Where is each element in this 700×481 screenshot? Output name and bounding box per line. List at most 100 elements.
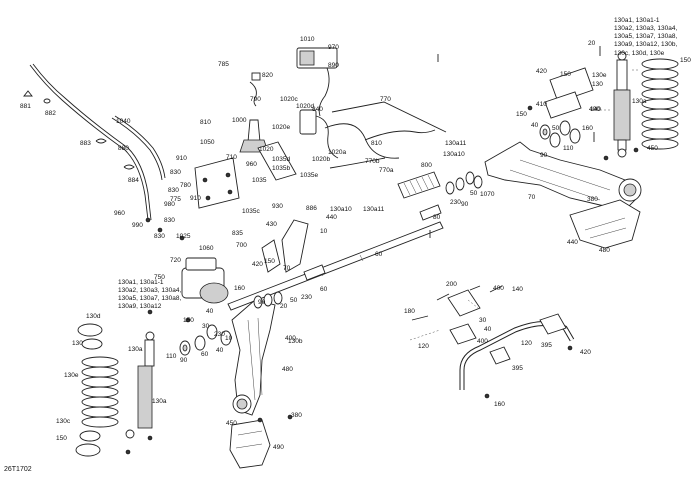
callout-label: 200 <box>446 281 457 288</box>
callout-label: 130a11 <box>445 140 467 147</box>
connector-790 <box>249 81 257 107</box>
callout-label: 30 <box>479 317 487 324</box>
callout-label: 750 <box>154 274 165 281</box>
callout-label: 480 <box>599 247 610 254</box>
clip-882 <box>43 98 51 104</box>
cable-1040 <box>29 64 149 221</box>
callout-label: 160 <box>494 401 505 408</box>
bracket-440-right <box>549 67 594 103</box>
shock-130-right <box>613 51 631 158</box>
callout-label: 1060 <box>199 245 214 252</box>
callout-label: 1035c <box>242 208 260 215</box>
callout-label: 90 <box>258 299 266 306</box>
plate-1035 <box>194 157 240 209</box>
diagram-code: 26T1702 <box>4 466 32 473</box>
callout-label: 130a <box>632 98 647 105</box>
callout-label: 780 <box>180 182 191 189</box>
callout-label: 1000 <box>232 117 247 124</box>
callout-label: 1035 <box>252 177 267 184</box>
sway-bar-20 <box>447 289 575 390</box>
callout-label: 930 <box>272 203 283 210</box>
callout-label: 140 <box>590 106 601 113</box>
callout-label: 990 <box>132 222 143 229</box>
arm-10-right <box>484 141 642 211</box>
callout-label: 60 <box>375 251 383 258</box>
callout-label: 710 <box>226 154 237 161</box>
callout-label: 430 <box>266 221 277 228</box>
clip-884 <box>123 164 135 170</box>
callout-label: 110 <box>166 353 177 360</box>
callout-label: 886 <box>306 205 317 212</box>
callout-label: 1020d <box>296 103 315 110</box>
callout-label: 150 <box>264 258 275 265</box>
callout-label: 480 <box>282 366 293 373</box>
callout-label: 420 <box>252 261 263 268</box>
callout-label: 785 <box>218 61 229 68</box>
callout-label: 810 <box>371 140 382 147</box>
guard-380-left <box>229 419 271 469</box>
callout-label: 130b <box>288 338 303 345</box>
callout-label: 30 <box>202 323 210 330</box>
callout-label: 1025 <box>176 233 191 240</box>
wire-1020c <box>318 67 330 117</box>
callout-label: 90 <box>461 201 469 208</box>
spring-130-left <box>81 356 119 428</box>
callout-label: 835 <box>232 230 243 237</box>
cup-130c <box>75 443 101 457</box>
callout-label: 130a10 <box>443 151 465 158</box>
bracket-1035b <box>257 141 297 181</box>
callout-label: 40 <box>531 122 539 129</box>
callout-label: 130a11 <box>363 206 385 213</box>
callout-label: 1050 <box>200 139 215 146</box>
callout-label: 440 <box>567 239 578 246</box>
callout-label: 775 <box>170 196 181 203</box>
callout-label: 700 <box>236 242 247 249</box>
callout-label: 50 <box>470 190 478 197</box>
callout-label: 180 <box>404 308 415 315</box>
callout-label: 230 <box>450 199 461 206</box>
callout-label: 440 <box>326 214 337 221</box>
callout-label: 50 <box>552 125 560 132</box>
callout-label: 1040 <box>116 118 131 125</box>
callout-label: 420 <box>580 349 591 356</box>
callout-label: 130e <box>592 72 607 79</box>
callout-label: 960 <box>246 161 257 168</box>
callout-label: 150 <box>183 317 194 324</box>
callout-label: 40 <box>216 347 224 354</box>
callout-label: 400 <box>493 285 504 292</box>
callout-label: 20 <box>588 40 596 47</box>
callout-label: 150 <box>516 111 527 118</box>
brake-line-3 <box>329 157 386 169</box>
module-1010-face <box>299 50 315 66</box>
callout-label: 90 <box>180 357 188 364</box>
callout-label: 1020a <box>328 149 347 156</box>
callout-label: 410 <box>536 101 547 108</box>
callout-label: 1020e <box>272 124 291 131</box>
callout-label: 70 <box>528 194 536 201</box>
callout-label: 830 <box>164 217 175 224</box>
callout-label: 140 <box>512 286 523 293</box>
boot-800 <box>397 171 441 199</box>
link-430-left <box>261 239 281 273</box>
callout-label: 800 <box>421 162 432 169</box>
callout-label: 150 <box>560 71 571 78</box>
connector-820 <box>251 72 261 81</box>
callout-label: 1035e <box>300 172 319 179</box>
callout-label: 60 <box>320 286 328 293</box>
callout-label: 881 <box>20 103 31 110</box>
callout-label: 130a <box>152 398 167 405</box>
callout-label: 110 <box>563 145 574 152</box>
callout-label: 1070 <box>480 191 495 198</box>
motor-700 <box>181 257 229 304</box>
callout-label: 10 <box>225 335 233 342</box>
callout-label: 720 <box>170 257 181 264</box>
text-block-right-spring: 130a1, 130a1-1 130a2, 130a3, 130a4, 130a… <box>614 17 678 57</box>
callout-label: 840 <box>312 106 323 113</box>
callout-label: 380 <box>291 412 302 419</box>
callout-label: 1035d <box>272 156 291 163</box>
callout-label: 130 <box>592 81 603 88</box>
callout-label: 880 <box>118 145 129 152</box>
callout-label: 1020b <box>312 156 331 163</box>
